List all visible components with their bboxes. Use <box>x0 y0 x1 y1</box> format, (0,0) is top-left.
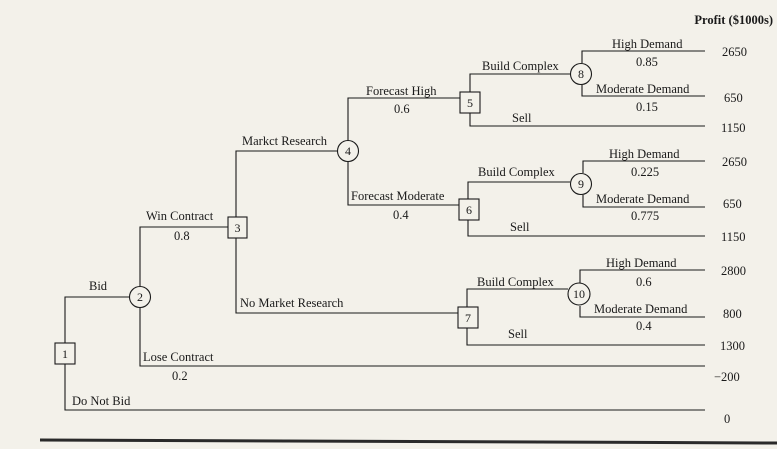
edge-n7-build <box>466 288 568 307</box>
prob-n10-mod: 0.4 <box>636 319 652 333</box>
payoff-3: 1150 <box>721 121 746 135</box>
edge-n9-mod <box>582 195 705 208</box>
decision-node-1: 1 <box>54 342 76 365</box>
label-n7-build: Build Complex <box>477 275 554 289</box>
node-7-label: 7 <box>465 311 471 325</box>
prob-forecast-moderate: 0.4 <box>393 208 409 222</box>
page-bottom-rule <box>39 438 777 445</box>
node-1-label: 1 <box>62 347 68 361</box>
edge-n8-mod <box>581 85 705 97</box>
decision-node-5: 5 <box>459 91 481 114</box>
prob-n9-high: 0.225 <box>631 165 659 179</box>
decision-node-3: 3 <box>227 216 248 239</box>
label-forecast-moderate: Forecast Moderate <box>351 189 445 203</box>
edge-n10-mod <box>579 306 705 318</box>
payoff-column: 2650 650 1150 2650 650 1150 2800 800 130… <box>714 45 747 426</box>
prob-n10-high: 0.6 <box>636 275 652 289</box>
payoff-1: 2650 <box>722 45 747 59</box>
label-n5-sell: Sell <box>512 111 532 125</box>
label-n7-sell: Sell <box>508 327 528 341</box>
node-2-label: 2 <box>137 290 143 304</box>
node-10-label: 10 <box>573 287 585 301</box>
profit-header: Profit ($1000s) <box>694 13 773 27</box>
label-n8-high: High Demand <box>612 37 683 51</box>
edge-n10-high <box>579 269 705 283</box>
chance-node-8: 8 <box>569 62 593 86</box>
payoff-11: 0 <box>724 412 730 426</box>
branch-lines <box>64 50 705 411</box>
edge-win-contract <box>139 226 228 286</box>
edge-no-market-research <box>235 238 458 314</box>
payoff-9: 1300 <box>720 339 745 353</box>
payoff-7: 2800 <box>721 264 746 278</box>
node-3-label: 3 <box>235 221 241 235</box>
prob-n9-mod: 0.775 <box>631 209 659 223</box>
decision-node-6: 6 <box>458 198 480 221</box>
edge-lose-contract <box>139 307 705 367</box>
label-do-not-bid: Do Not Bid <box>72 394 131 408</box>
edge-n8-high <box>581 50 705 63</box>
node-5-label: 5 <box>467 96 473 110</box>
label-n8-mod: Moderate Demand <box>596 82 690 96</box>
payoff-10: −200 <box>714 370 740 384</box>
edge-n9-high <box>582 160 705 173</box>
label-n5-build: Build Complex <box>482 59 559 73</box>
edge-n5-build <box>469 73 570 92</box>
chance-node-10: 10 <box>567 282 591 306</box>
label-forecast-high: Forecast High <box>366 84 437 98</box>
node-9-label: 9 <box>578 177 584 191</box>
edge-market-research <box>235 150 340 217</box>
edge-n6-sell <box>467 220 705 237</box>
payoff-8: 800 <box>723 307 742 321</box>
label-market-research: Markct Research <box>242 134 328 148</box>
label-win-contract: Win Contract <box>146 209 214 223</box>
node-8-label: 8 <box>578 67 584 81</box>
decision-node-7: 7 <box>457 306 479 329</box>
prob-lose-contract: 0.2 <box>172 369 188 383</box>
label-no-market-research: No Market Research <box>240 296 344 310</box>
label-n10-high: High Demand <box>606 256 677 270</box>
chance-node-4: 4 <box>336 139 360 163</box>
prob-n8-high: 0.85 <box>636 55 658 69</box>
prob-win-contract: 0.8 <box>174 229 190 243</box>
edge-forecast-high <box>347 97 460 141</box>
edge-n7-sell <box>466 328 705 346</box>
payoff-2: 650 <box>724 91 743 105</box>
branch-labels: Bid Do Not Bid Win Contract 0.8 Lose Con… <box>72 37 690 408</box>
prob-n8-mod: 0.15 <box>636 100 658 114</box>
prob-forecast-high: 0.6 <box>394 102 410 116</box>
label-n6-sell: Sell <box>510 220 530 234</box>
edge-bid <box>64 296 130 343</box>
chance-node-2: 2 <box>128 285 152 309</box>
label-n6-build: Build Complex <box>478 165 555 179</box>
edge-forecast-moderate <box>347 162 459 206</box>
node-6-label: 6 <box>466 203 472 217</box>
label-bid: Bid <box>89 279 108 293</box>
label-n10-mod: Moderate Demand <box>594 302 688 316</box>
label-n9-high: High Demand <box>609 147 680 161</box>
payoff-4: 2650 <box>722 155 747 169</box>
payoff-5: 650 <box>723 197 742 211</box>
label-n9-mod: Moderate Demand <box>596 192 690 206</box>
edge-n6-build <box>467 181 570 199</box>
edge-n5-sell <box>469 113 705 127</box>
chance-node-9: 9 <box>569 172 593 196</box>
node-4-label: 4 <box>345 144 351 158</box>
payoff-6: 1150 <box>721 230 746 244</box>
edge-do-not-bid <box>64 364 705 411</box>
label-lose-contract: Lose Contract <box>143 350 214 364</box>
